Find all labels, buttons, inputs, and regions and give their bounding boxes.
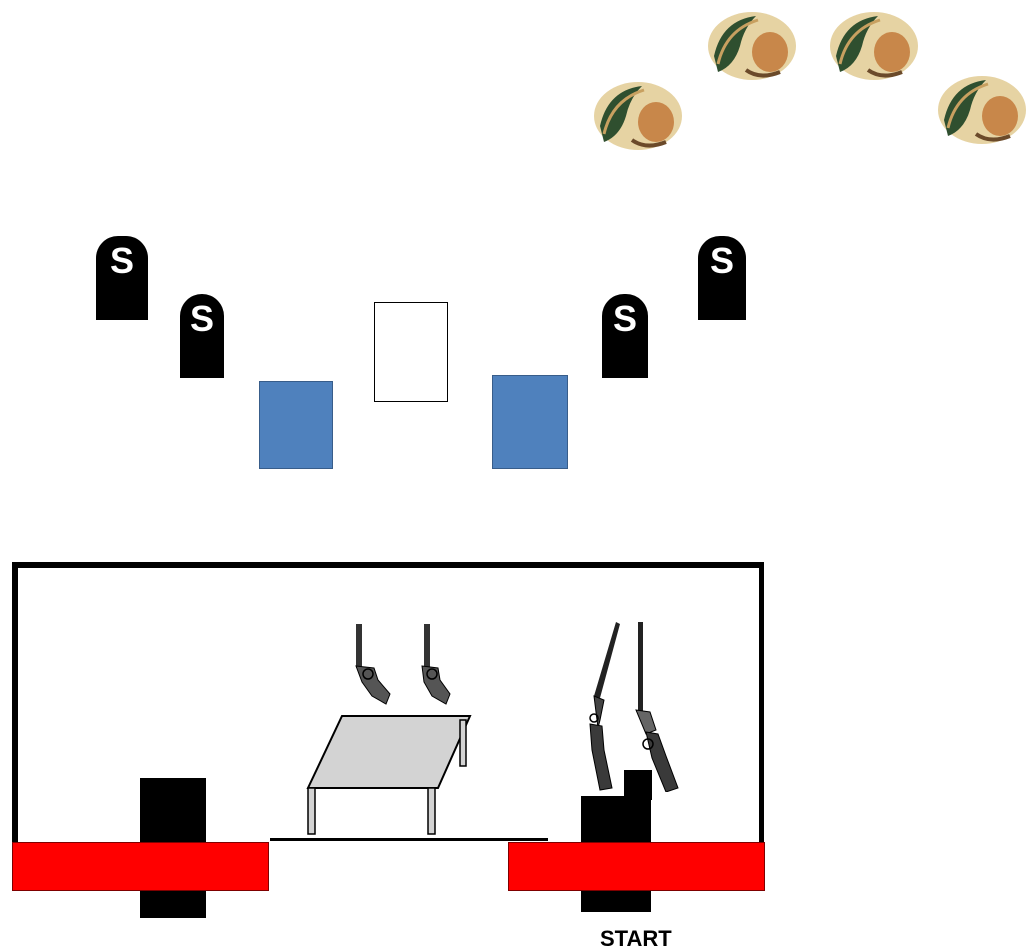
steel-plate-letter: S: [709, 240, 734, 281]
rifle-icon: [635, 622, 679, 792]
start-label: START: [600, 926, 672, 951]
steel-plate-icon: S: [180, 294, 224, 378]
pistol-icon: [421, 624, 451, 705]
indian-chief-target-icon: [708, 12, 796, 80]
left-fault-line: [12, 842, 269, 891]
steel-plate-icon: S: [698, 236, 746, 320]
steel-plate-letter: S: [109, 240, 134, 281]
shotgun-icon: [589, 622, 620, 791]
indian-chief-target-icon: [830, 12, 918, 80]
steel-plate-letter: S: [612, 298, 637, 339]
back-line: [270, 838, 548, 841]
indian-chief-target-icon: [594, 82, 682, 150]
steel-plate-icon: S: [96, 236, 148, 320]
indian-chief-target-icon: [938, 76, 1026, 144]
table-icon: [306, 715, 472, 835]
right-barricade-step: [624, 770, 652, 800]
steel-plate-icon: S: [602, 294, 648, 378]
paper-target: [492, 375, 568, 469]
pistol-icon: [355, 624, 391, 705]
no-shoot-target: [374, 302, 448, 402]
right-fault-line: [508, 842, 765, 891]
shooting-bay: [12, 562, 764, 884]
steel-plate-letter: S: [189, 298, 214, 339]
paper-target: [259, 381, 333, 469]
